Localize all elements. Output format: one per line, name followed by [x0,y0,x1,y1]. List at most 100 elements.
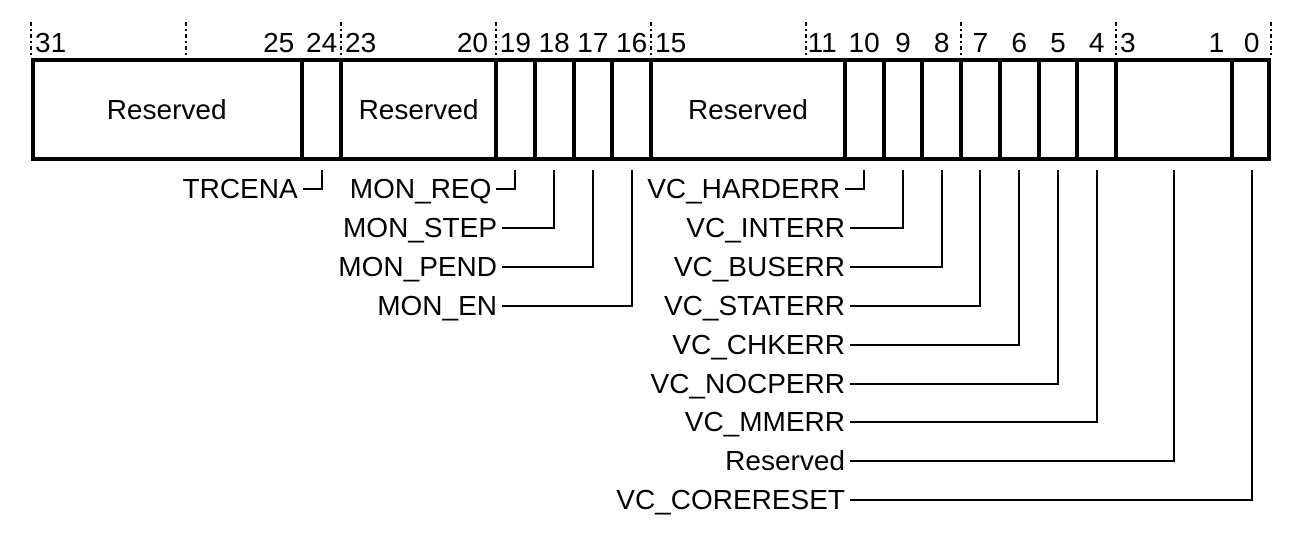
field-divider [1114,61,1118,158]
bit-number: 20 [456,27,488,58]
callout-label-vc_harderr: VC_HARDERR [647,173,841,204]
callout-line-vertical [1056,170,1059,385]
callout-line-horizontal [850,304,982,307]
nibble-tick [1270,22,1272,58]
bitfield-cell-reserved_31_25: Reserved [31,58,302,161]
nibble-tick [805,22,807,58]
field-divider [532,61,537,158]
callout-line-vertical [630,170,633,307]
callout-line-vertical [940,170,943,268]
bitfield-reserved-label: Reserved [106,93,227,125]
callout-line-horizontal [845,188,866,190]
callout-line-vertical [591,170,594,268]
bitfield-cell-vc_harderr [845,58,884,161]
field-divider [1230,61,1235,158]
callout-line-vertical [1250,170,1253,502]
bit-number: 19 [499,27,531,58]
bitfield-cell-mon_pend [574,58,613,161]
field-divider [842,61,847,158]
field-divider [920,61,925,158]
callout-label-vc_corereset: VC_CORERESET [616,484,845,516]
callout-label-vc_buserr: VC_BUSERR [673,250,845,282]
callout-line-vertical [553,170,556,229]
field-divider [610,61,615,158]
callout-label-reserved_3_1: Reserved [725,445,845,477]
callout-line-horizontal [850,382,1059,385]
bit-number: 8 [933,27,950,58]
bitfield-cell-mon_en [612,58,651,161]
bit-number: 23 [345,27,377,58]
bit-number: 16 [616,27,648,58]
nibble-tick [340,22,342,58]
callout-line-horizontal [502,304,633,307]
nibble-tick [650,22,652,58]
nibble-tick [30,22,32,58]
callout-line-horizontal [850,460,1176,463]
bit-number: 24 [306,27,338,58]
callout-line-vertical [979,170,982,307]
nibble-tick [1115,22,1117,58]
bitfield-reserved-label: Reserved [358,93,479,125]
field-divider [881,61,886,158]
callout-label-vc_interr: VC_INTERR [686,211,845,243]
bit-number: 10 [848,27,880,58]
bit-number: 3 [1120,27,1136,58]
callout-label-mon_en: MON_EN [377,289,497,321]
field-divider [997,61,1002,158]
bitfield-cell-mon_req [496,58,535,161]
callout-label-vc_chkerr: VC_CHKERR [672,328,845,360]
bit-number: 18 [538,27,570,58]
bit-number: 15 [655,27,687,58]
field-divider [571,61,576,158]
callout-line-horizontal [850,343,1021,346]
bit-number: 11 [807,27,837,58]
bitfield-cell-mon_step [535,58,574,161]
callout-line-horizontal [850,499,1253,502]
bit-number: 0 [1243,27,1260,58]
callout-line-horizontal [850,226,904,229]
field-divider [649,61,653,158]
callout-line-vertical [514,170,517,190]
bit-number: 17 [577,27,609,58]
field-divider [300,61,305,158]
callout-line-horizontal [496,188,517,190]
callout-line-vertical [863,170,866,190]
callout-line-vertical [1173,170,1176,463]
nibble-tick [960,22,962,58]
callout-line-vertical [901,170,904,229]
callout-label-vc_staterr: VC_STATERR [664,289,845,321]
callout-line-vertical [320,170,323,190]
bitfield-cell-vc_corereset [1232,58,1271,161]
field-divider [339,61,343,158]
bitfield-cell-vc_interr [884,58,923,161]
bitfield-cell-trcena [302,58,341,161]
bit-number: 1 [1208,27,1225,58]
bit-number: 9 [895,27,911,58]
nibble-tick [495,22,497,58]
callout-line-horizontal [850,421,1098,424]
callout-line-horizontal [502,265,594,268]
bitfield-cell-vc_chkerr [1000,58,1039,161]
bit-number: 4 [1088,27,1105,58]
bit-number: 31 [35,27,67,58]
bitfield-cell-vc_mmerr [1077,58,1116,161]
callout-label-mon_step: MON_STEP [342,211,497,243]
field-divider [1036,61,1041,158]
callout-line-vertical [1095,170,1098,424]
callout-line-vertical [1018,170,1021,346]
bit-number: 6 [1011,27,1027,58]
bitfield-cell-reserved_23_20: Reserved [341,58,496,161]
bitfield-cell-reserved_3_1 [1116,58,1232,161]
bitfield-reserved-label: Reserved [687,93,808,125]
bit-number: 25 [263,27,295,58]
bitfield-cell-vc_staterr [961,58,1000,161]
bitfield-cell-reserved_15_11: Reserved [651,58,845,161]
field-divider [494,61,498,158]
bitfield-cell-vc_buserr [922,58,961,161]
bit-number: 5 [1050,27,1066,58]
callout-label-vc_mmerr: VC_MMERR [684,406,845,438]
bitfield-cell-vc_nocperr [1039,58,1078,161]
callout-label-mon_pend: MON_PEND [338,250,497,282]
